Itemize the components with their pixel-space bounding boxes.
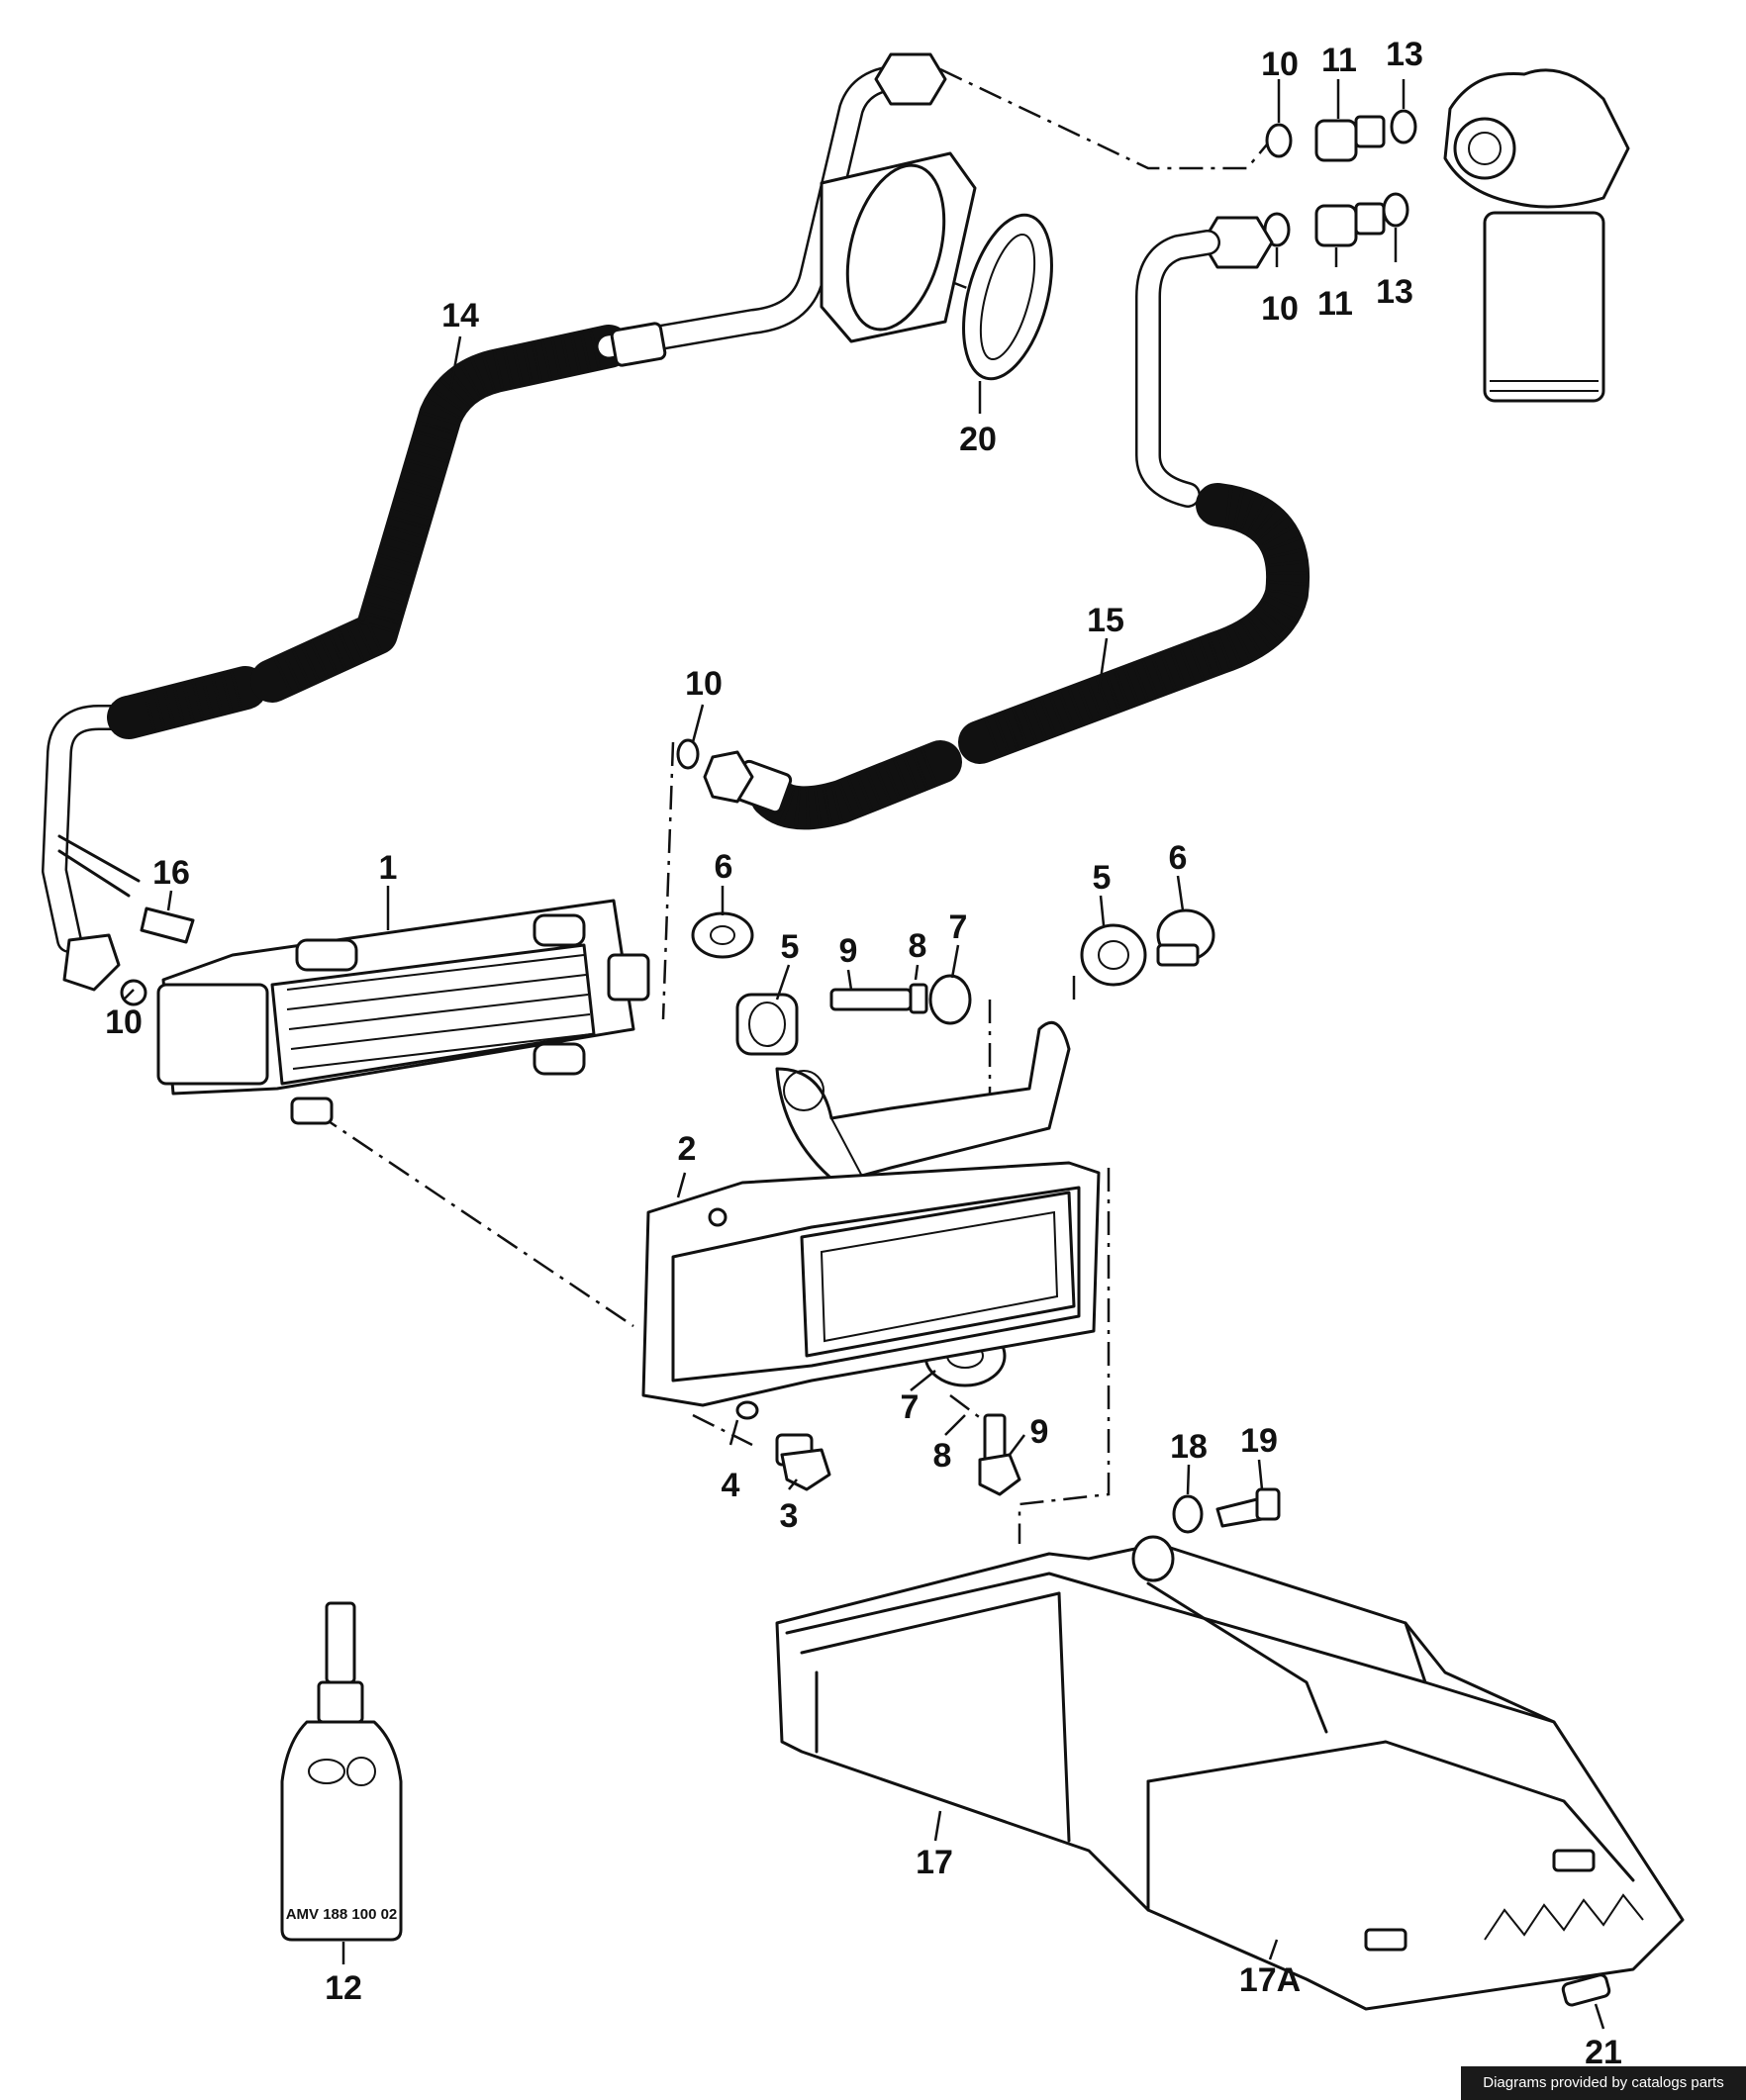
callout-5-left: 5 bbox=[781, 928, 800, 966]
callouts: 10 11 13 10 11 13 14 20 15 10 16 1 10 6 … bbox=[105, 36, 1622, 2071]
callout-20: 20 bbox=[959, 421, 997, 458]
callout-11-lower: 11 bbox=[1317, 285, 1353, 323]
callout-13-lower: 13 bbox=[1376, 273, 1413, 311]
callout-1: 1 bbox=[379, 849, 398, 887]
bolt-3-washer-4 bbox=[735, 1400, 831, 1491]
grommet-20 bbox=[820, 151, 1053, 381]
clip-16 bbox=[140, 907, 195, 944]
hose-14 bbox=[42, 52, 947, 1006]
callout-7-upper: 7 bbox=[949, 908, 968, 946]
callout-14: 14 bbox=[441, 297, 479, 334]
callout-8-lower: 8 bbox=[933, 1437, 952, 1475]
callout-4: 4 bbox=[722, 1467, 740, 1504]
callout-10-mid: 10 bbox=[685, 665, 723, 703]
callout-18: 18 bbox=[1170, 1428, 1208, 1466]
washer-18-screw-19 bbox=[1172, 1487, 1281, 1534]
callout-17: 17 bbox=[916, 1844, 953, 1881]
callout-5-right: 5 bbox=[1093, 859, 1112, 897]
fittings-upper bbox=[1263, 109, 1417, 247]
oil-cooler-1 bbox=[156, 899, 650, 1125]
callout-9-upper: 9 bbox=[839, 932, 858, 970]
callout-10-left: 10 bbox=[105, 1003, 143, 1041]
clip-21 bbox=[1561, 1973, 1611, 2007]
bottle-label: AMV 188 100 02 bbox=[286, 1906, 398, 1923]
callout-13-upper: 13 bbox=[1386, 36, 1423, 73]
sealant-bottle-12: AMV 188 100 02 bbox=[280, 1601, 403, 1942]
callout-10-upper: 10 bbox=[1261, 46, 1299, 83]
callout-12: 12 bbox=[325, 1969, 362, 2007]
air-box-17 bbox=[775, 1535, 1685, 2011]
callout-9-lower: 9 bbox=[1030, 1413, 1049, 1451]
callout-21: 21 bbox=[1585, 2034, 1622, 2071]
callout-6-left: 6 bbox=[715, 848, 733, 886]
air-duct-2 bbox=[641, 1161, 1101, 1407]
callout-8-upper: 8 bbox=[909, 927, 927, 965]
callout-3: 3 bbox=[780, 1497, 799, 1535]
hose-15 bbox=[676, 216, 1310, 830]
callout-2: 2 bbox=[678, 1130, 697, 1168]
callout-10-lower: 10 bbox=[1261, 290, 1299, 328]
oil-filter-housing bbox=[1443, 68, 1630, 403]
callout-17A: 17A bbox=[1239, 1961, 1301, 1999]
callout-11-upper: 11 bbox=[1321, 42, 1357, 79]
callout-16: 16 bbox=[152, 854, 190, 892]
callout-19: 19 bbox=[1240, 1422, 1278, 1460]
callout-7-lower: 7 bbox=[901, 1388, 920, 1426]
callout-15: 15 bbox=[1087, 602, 1124, 639]
callout-6-right: 6 bbox=[1169, 839, 1188, 877]
credit-banner: Diagrams provided by catalogs parts bbox=[1461, 2066, 1746, 2100]
